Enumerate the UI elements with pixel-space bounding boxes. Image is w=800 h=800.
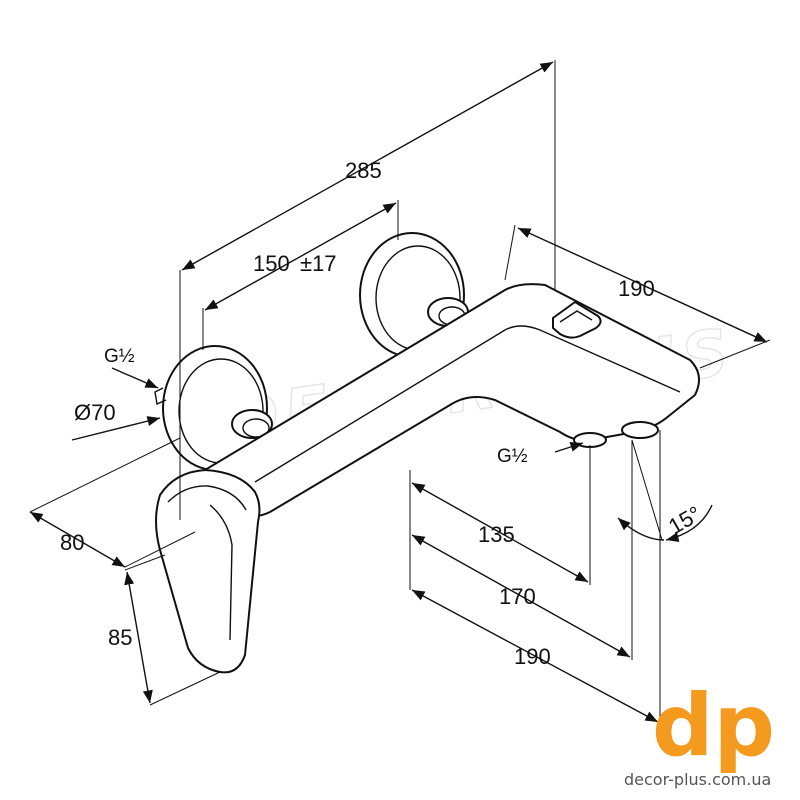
dimension-lines xyxy=(29,60,771,725)
logo-url: decor-plus.com.ua xyxy=(624,770,771,789)
dimension-handle-height: 85 xyxy=(108,625,132,650)
dimension-depth: 80 xyxy=(60,530,84,555)
dimension-rosette-diameter: Ø70 xyxy=(74,400,116,425)
dimension-overall-width: 285 xyxy=(345,158,382,183)
thread-outlet-label: G½ xyxy=(497,446,528,467)
dimension-angle: 15° xyxy=(664,501,705,539)
thread-inlet-label: G½ xyxy=(104,346,135,367)
dimension-outlet-135: 135 xyxy=(478,522,515,547)
logo-mark: dp xyxy=(652,676,775,776)
decor-plus-logo: dp decor-plus.com.ua xyxy=(624,676,775,789)
dimension-outlet-170: 170 xyxy=(499,584,536,609)
dimension-center-tolerance: ±17 xyxy=(300,251,337,276)
dimension-outlet-190: 190 xyxy=(514,644,551,669)
rosette-left xyxy=(154,345,273,471)
dimension-center-distance: 150 xyxy=(253,251,290,276)
dimension-spout-length: 190 xyxy=(618,276,655,301)
lever-handle xyxy=(155,469,261,674)
